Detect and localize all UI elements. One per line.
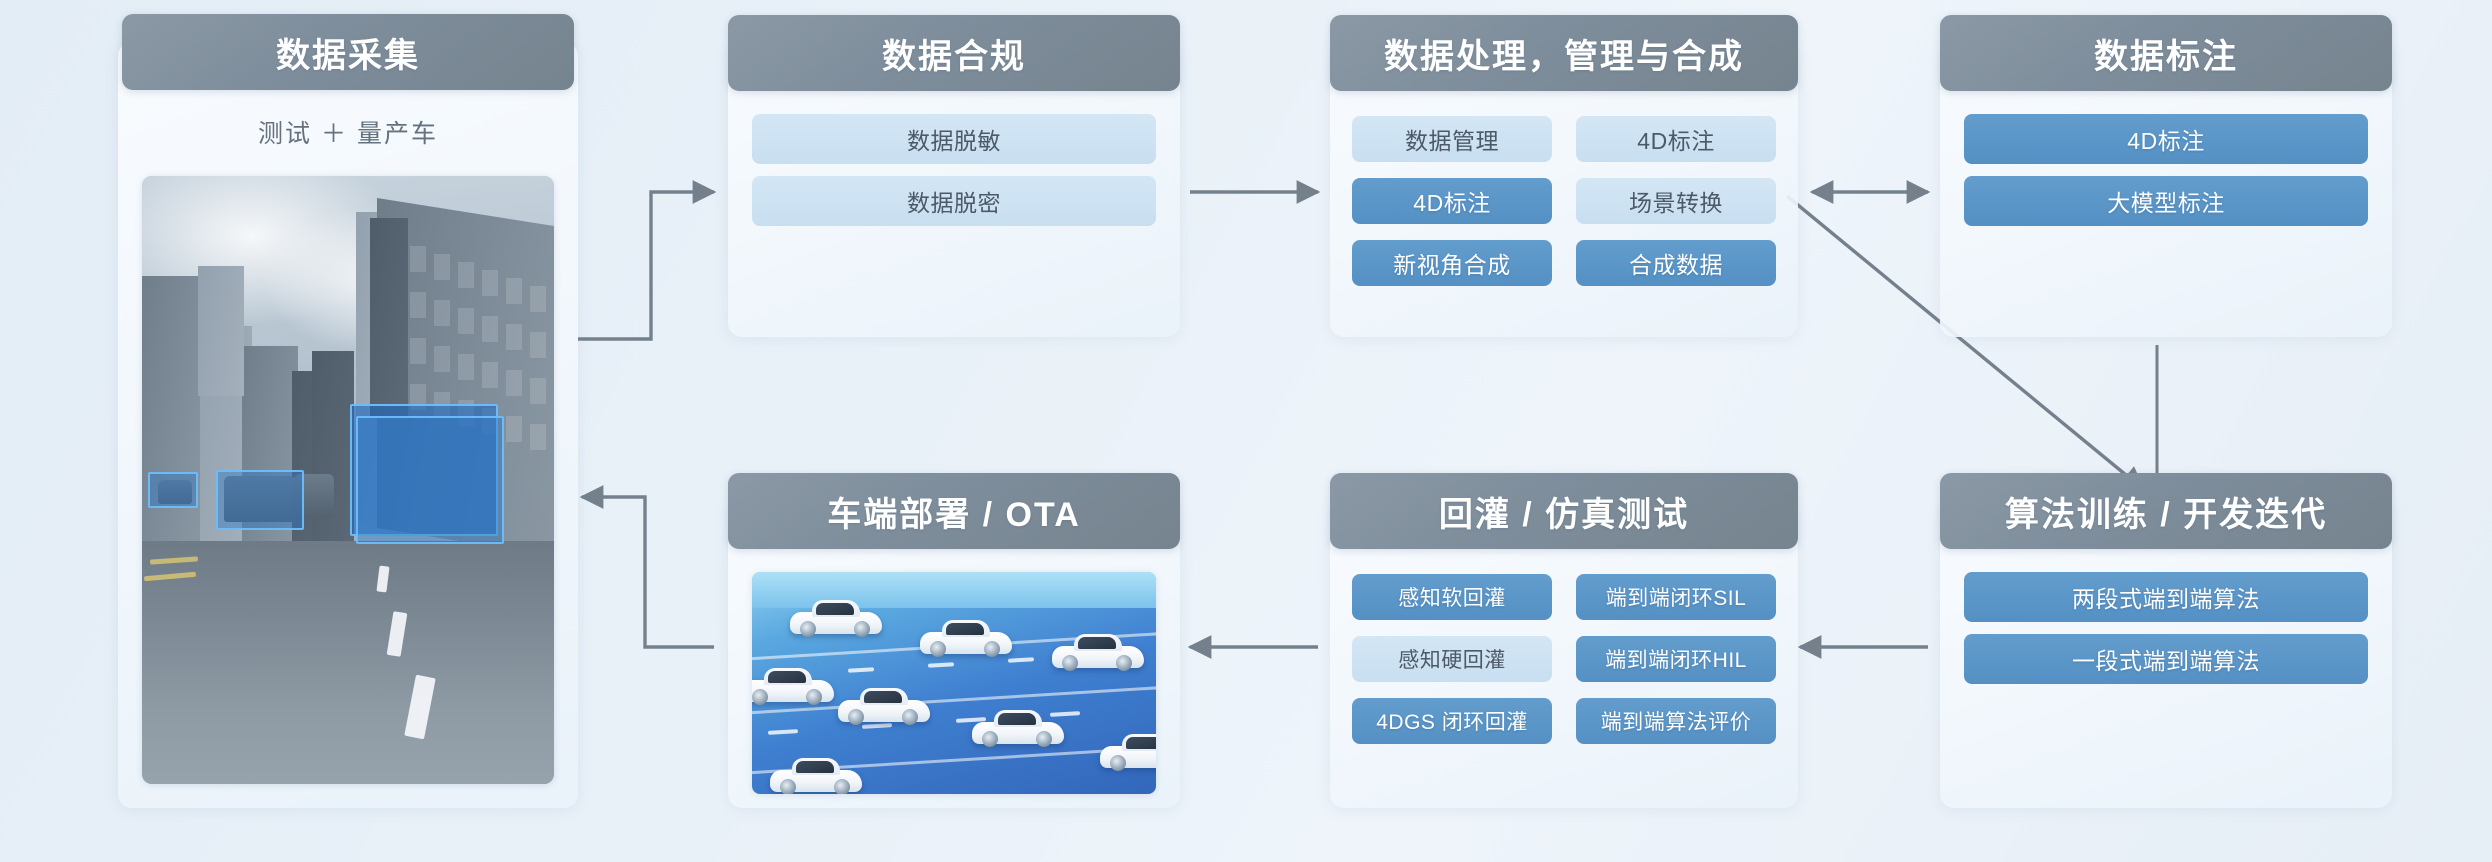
card-title-data-annotation: 数据标注 [1940,15,2392,91]
collection-subtitle: 测试 ＋ 量产车 [258,120,438,148]
tag-perception-hard-replay[interactable]: 感知硬回灌 [1352,636,1552,682]
car [1052,634,1144,671]
tag-e2e-algorithm-evaluation[interactable]: 端到端算法评价 [1576,698,1776,744]
card-title-vehicle-deployment: 车端部署 / OTA [728,473,1180,549]
card-title-algorithm-training: 算法训练 / 开发迭代 [1940,473,2392,549]
card-data-collection[interactable]: 数据采集 测试 ＋ 量产车 [118,14,578,808]
tag-perception-soft-replay[interactable]: 感知软回灌 [1352,574,1552,620]
processing-tag-grid: 数据管理 4D标注 4D标注 场景转换 新视角合成 合成数据 [1352,116,1776,286]
card-replay-simulation[interactable]: 回灌 / 仿真测试 感知软回灌 端到端闭环SIL 感知硬回灌 端到端闭环HIL … [1330,473,1798,808]
car [790,600,882,637]
tag-data-management[interactable]: 数据管理 [1352,116,1552,162]
car [920,620,1012,657]
tag-e2e-closed-loop-sil[interactable]: 端到端闭环SIL [1576,574,1776,620]
simulation-tag-grid: 感知软回灌 端到端闭环SIL 感知硬回灌 端到端闭环HIL 4DGS 闭环回灌 … [1352,574,1776,744]
car [1100,734,1156,771]
card-data-compliance[interactable]: 数据合规 数据脱敏 数据脱密 [728,15,1180,337]
tag-4dgs-closed-loop-replay[interactable]: 4DGS 闭环回灌 [1352,698,1552,744]
tag-synthetic-data[interactable]: 合成数据 [1576,240,1776,286]
card-algorithm-training[interactable]: 算法训练 / 开发迭代 两段式端到端算法 一段式端到端算法 [1940,473,2392,808]
tag-4d-annotation-light[interactable]: 4D标注 [1576,116,1776,162]
tag-novel-view-synthesis[interactable]: 新视角合成 [1352,240,1552,286]
card-vehicle-deployment[interactable]: 车端部署 / OTA [728,473,1180,808]
tag-one-stage-e2e[interactable]: 一段式端到端算法 [1964,634,2368,684]
tag-4d-annotation-card[interactable]: 4D标注 [1964,114,2368,164]
card-data-processing[interactable]: 数据处理，管理与合成 数据管理 4D标注 4D标注 场景转换 新视角合成 合成数… [1330,15,1798,337]
car [972,710,1064,747]
card-title-data-compliance: 数据合规 [728,15,1180,91]
car [838,688,930,725]
card-title-data-collection: 数据采集 [122,14,574,90]
tag-data-desensitization[interactable]: 数据脱敏 [752,114,1156,164]
tag-4d-annotation[interactable]: 4D标注 [1352,178,1552,224]
fleet-image [752,572,1156,794]
connector-collect-to-compliance [578,180,717,341]
card-title-replay-simulation: 回灌 / 仿真测试 [1330,473,1798,549]
tag-data-decryption[interactable]: 数据脱密 [752,176,1156,226]
tag-e2e-closed-loop-hil[interactable]: 端到端闭环HIL [1576,636,1776,682]
tag-two-stage-e2e[interactable]: 两段式端到端算法 [1964,572,2368,622]
car [770,758,862,794]
tag-large-model-annotation[interactable]: 大模型标注 [1964,176,2368,226]
street-scene-image [142,176,554,784]
connector-deploy-to-collect [579,485,714,649]
tag-scene-conversion[interactable]: 场景转换 [1576,178,1776,224]
card-data-annotation[interactable]: 数据标注 4D标注 大模型标注 [1940,15,2392,337]
card-title-data-processing: 数据处理，管理与合成 [1330,15,1798,91]
car [752,668,834,705]
